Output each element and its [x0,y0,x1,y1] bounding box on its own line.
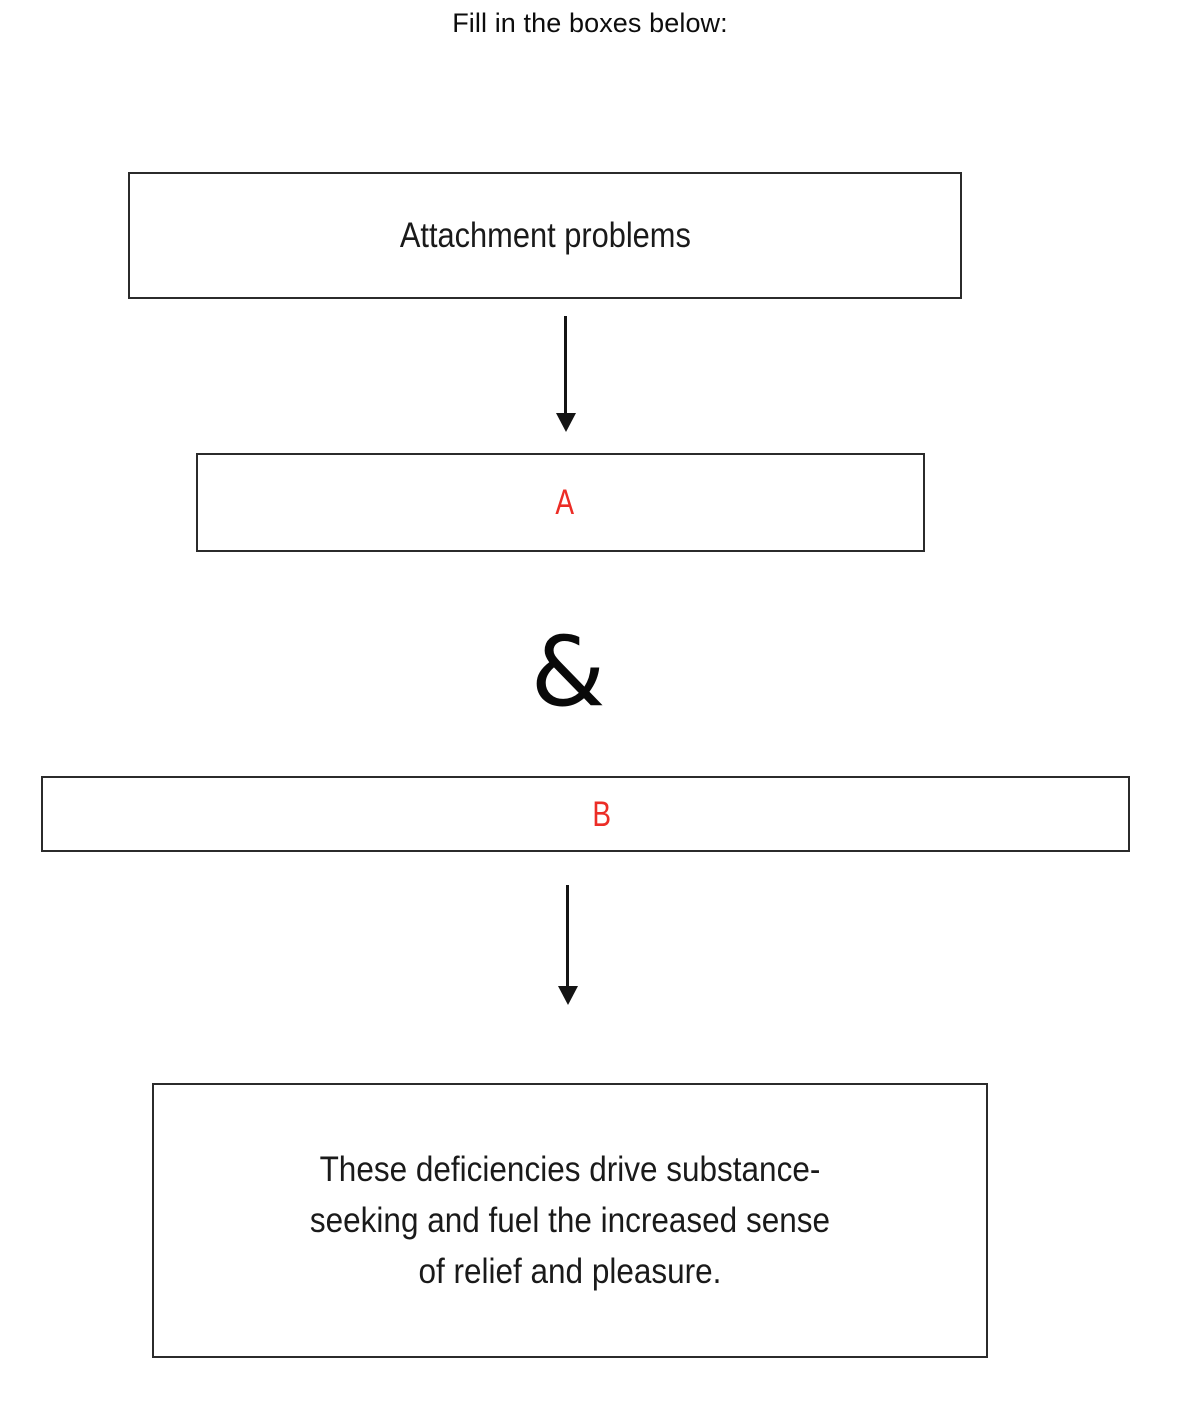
flow-node-attachment-problems: Attachment problems [128,172,962,299]
arrow-shaft [566,885,569,989]
down-arrow-icon-attachment-to-a [553,316,579,433]
arrow-head [556,413,576,432]
flow-node-conclusion-label: These deficiencies drive substance- seek… [309,1150,831,1291]
flow-node-blank-b-label: B [592,794,611,834]
ampersand-icon: & [530,616,606,728]
down-arrow-icon-b-to-conclusion [555,885,581,1008]
arrow-shaft [564,316,567,416]
page-title: Fill in the boxes below: [452,8,728,38]
flow-node-attachment-problems-label: Attachment problems [399,216,691,255]
flow-node-blank-a-label: A [555,483,574,522]
flow-node-blank-b[interactable]: B [41,776,1130,852]
flow-node-blank-a[interactable]: A [196,453,925,552]
flow-node-conclusion: These deficiencies drive substance- seek… [152,1083,988,1358]
arrow-head [558,986,578,1005]
